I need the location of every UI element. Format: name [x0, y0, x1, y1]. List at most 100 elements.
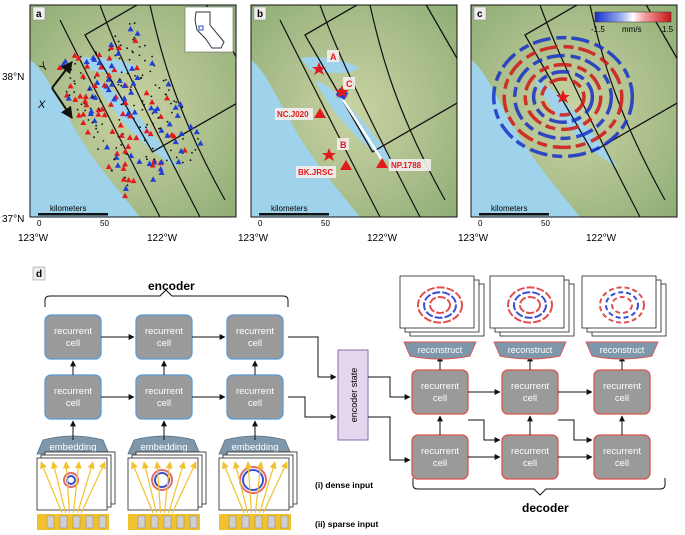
seismic-event-dot	[73, 80, 76, 82]
station-triangle	[146, 160, 153, 166]
station-triangle	[133, 134, 140, 141]
station-triangle	[157, 113, 164, 119]
seismic-event-dot	[138, 54, 141, 57]
station-triangle	[107, 101, 114, 107]
seismic-event-dot	[152, 122, 154, 125]
cell-label-line1: recurrent	[236, 386, 274, 397]
california-icon	[194, 11, 225, 49]
lon-122-c: 122°W	[586, 233, 617, 244]
station-triangle	[106, 55, 113, 61]
station-triangle	[94, 71, 101, 77]
seismic-event-dot	[151, 112, 154, 115]
station-triangle	[314, 108, 326, 118]
sensor-ray	[222, 461, 245, 514]
map-axis-labels: 38°N 37°N 123°W 122°W 123°W 122°W 123°W …	[2, 72, 617, 244]
station-triangle	[92, 94, 99, 100]
sensor-ray	[131, 461, 154, 514]
station-triangle	[149, 162, 156, 168]
seismic-event-dot	[70, 68, 73, 71]
station-triangle	[177, 101, 184, 107]
seismic-event-dot	[117, 40, 120, 43]
seismic-event-dot	[144, 59, 146, 62]
input-frame-stack	[218, 451, 298, 514]
seismic-event-dot	[69, 77, 72, 80]
seismic-event-dot	[126, 47, 129, 50]
station-triangle	[149, 98, 156, 105]
profile-line	[338, 94, 384, 161]
seismic-event-dot	[191, 151, 193, 154]
station-triangle	[111, 95, 118, 102]
seismic-event-dot	[133, 36, 136, 39]
station-triangle	[187, 123, 194, 130]
encoder-brace	[44, 289, 289, 307]
station-triangle	[118, 132, 125, 138]
seismic-event-dot	[122, 102, 124, 105]
station-triangle	[340, 160, 352, 170]
station-triangle	[166, 120, 173, 127]
sensor-ray	[51, 461, 67, 514]
seismic-event-dot	[91, 121, 94, 124]
cell-label-line1: recurrent	[145, 386, 183, 397]
seismic-event-dot	[120, 103, 123, 106]
reconstruct-label: reconstruct	[600, 345, 645, 355]
station-triangle	[108, 81, 115, 87]
station-triangle	[84, 63, 91, 69]
embedding-label: embedding	[49, 442, 96, 453]
lon-123-c: 123°W	[458, 233, 489, 244]
station-triangle	[127, 112, 134, 119]
seismic-event-dot	[166, 120, 169, 123]
seismic-event-dot	[74, 82, 76, 85]
seismic-event-dot	[182, 138, 184, 140]
station-triangle	[83, 101, 90, 108]
embedding-block: embedding	[36, 435, 110, 455]
scale-end: 50	[100, 219, 109, 228]
seismic-event-dot	[181, 106, 184, 109]
seismic-event-dot	[141, 108, 144, 111]
station-triangle	[143, 89, 150, 96]
station-triangle	[147, 130, 154, 137]
station-triangle	[125, 176, 132, 183]
station-triangle	[121, 95, 128, 101]
seismic-event-dot	[93, 136, 95, 139]
seismic-event-dot	[113, 158, 116, 161]
sensor-ray	[168, 461, 186, 514]
colorbar-unit: mm/s	[622, 25, 642, 34]
station-triangle	[178, 130, 185, 137]
seismic-event-dot	[65, 90, 68, 93]
event-label-a: A	[330, 52, 337, 62]
seismic-event-dot	[145, 155, 148, 158]
map-panel-a: a Y X kilometers 0 50	[29, 4, 237, 228]
seismic-event-dot	[128, 58, 131, 61]
flow-arrow	[468, 419, 501, 443]
station-triangle	[120, 176, 127, 182]
seismic-event-dot	[87, 119, 90, 121]
decoder-title: decoder	[522, 501, 569, 515]
cell-label-line2: cell	[615, 393, 629, 404]
sparse-sensor-strip	[219, 514, 291, 530]
ocean	[30, 60, 140, 217]
cell-label-line2: cell	[433, 393, 447, 404]
event-labels: A B C NC.J020 BK.JRSC NP.1788	[275, 50, 431, 178]
flow-arrow	[558, 419, 593, 443]
station-triangle	[80, 111, 87, 117]
seismic-event-dot	[145, 126, 147, 129]
scale-title: kilometers	[491, 204, 527, 213]
seismic-event-dot	[95, 53, 97, 56]
seismic-event-dot	[154, 84, 157, 86]
embedding-label: embedding	[140, 442, 187, 453]
seismic-event-dot	[95, 124, 98, 127]
seismic-event-dot	[99, 100, 102, 103]
seismic-event-dot	[171, 111, 173, 114]
embedding-label: embedding	[231, 442, 278, 453]
epicenter-star	[556, 90, 570, 103]
encoder-to-state-arrows	[288, 336, 411, 463]
event-star-a	[312, 62, 326, 75]
dense-input-label: (i) dense input	[315, 480, 373, 490]
cell-label-line2: cell	[523, 393, 537, 404]
station-triangle	[101, 82, 108, 88]
seismic-event-dot	[153, 158, 156, 161]
lon-123-a: 123°W	[18, 233, 49, 244]
